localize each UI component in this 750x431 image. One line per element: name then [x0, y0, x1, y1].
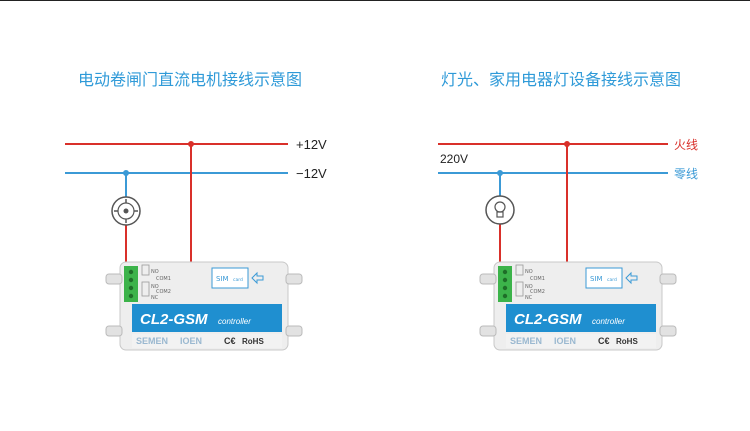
svg-text:COM1: COM1 [530, 276, 545, 282]
top-border [0, 0, 750, 1]
svg-text:NC: NC [525, 295, 533, 301]
svg-text:NO: NO [151, 269, 159, 275]
positive-line-label: +12V [296, 137, 327, 152]
svg-text:card: card [607, 277, 617, 283]
ce-mark: C€ [224, 336, 236, 346]
right-diagram-title: 灯光、家用电器灯设备接线示意图 [441, 70, 682, 89]
negative-line-label: −12V [296, 166, 327, 181]
neutral-line-label: 零线 [674, 167, 698, 181]
live-line-label: 火线 [674, 138, 698, 152]
model-subtitle: controller [592, 317, 625, 326]
gsm-controller-module-right: NO COM1 NO COM2 NC SIM card CL2-GSM cont… [479, 261, 677, 351]
brand-right: IOEN [554, 336, 576, 346]
rohs-mark: RoHS [242, 337, 264, 346]
rohs-mark: RoHS [616, 337, 638, 346]
brand-left: SEMEN [136, 336, 168, 346]
model-subtitle: controller [218, 317, 251, 326]
svg-text:NO: NO [525, 284, 533, 290]
left-diagram-title: 电动卷闸门直流电机接线示意图 [78, 70, 303, 89]
brand-left: SEMEN [510, 336, 542, 346]
svg-text:NC: NC [151, 295, 159, 301]
sim-card-label: SIM [590, 275, 603, 283]
svg-text:NO: NO [525, 269, 533, 275]
motor-icon [111, 196, 141, 226]
svg-text:COM1: COM1 [156, 276, 171, 282]
sim-card-label: SIM [216, 275, 229, 283]
svg-text:card: card [233, 277, 243, 283]
right-diagram: 火线 零线 220V NO COM1 NO COM2 NC SIM card C… [438, 138, 698, 351]
ce-mark: C€ [598, 336, 610, 346]
lamp-icon [485, 195, 515, 225]
voltage-label: 220V [440, 152, 468, 166]
svg-text:COM2: COM2 [530, 289, 545, 295]
svg-text:NO: NO [151, 284, 159, 290]
left-diagram: +12V −12V NO COM1 NO COM2 NC S [65, 137, 327, 351]
brand-right: IOEN [180, 336, 202, 346]
svg-text:COM2: COM2 [156, 289, 171, 295]
gsm-controller-module-left: NO COM1 NO COM2 NC SIM card CL2-GSM cont… [105, 261, 303, 351]
model-name: CL2-GSM [140, 311, 208, 328]
model-name: CL2-GSM [514, 311, 582, 328]
